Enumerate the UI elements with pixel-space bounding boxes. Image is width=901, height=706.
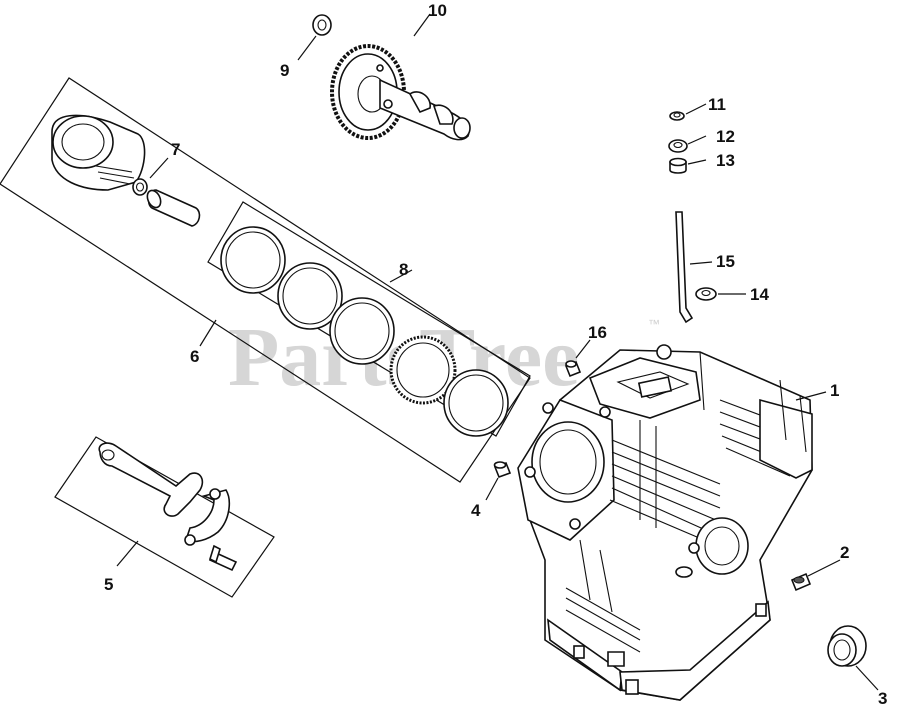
leader-lines xyxy=(116,13,879,691)
connecting-rod-frame xyxy=(54,436,275,598)
dowel-pin-4[interactable] xyxy=(493,461,512,479)
watermark-trademark: ™ xyxy=(648,317,660,331)
callout-11[interactable]: 11 xyxy=(708,95,726,114)
piston-pin[interactable] xyxy=(145,188,201,227)
piston[interactable] xyxy=(51,114,146,191)
spacer-13[interactable] xyxy=(669,157,687,174)
piston-ring-oil-expander[interactable] xyxy=(389,335,457,405)
callout-1[interactable]: 1 xyxy=(830,381,839,400)
breather-tube-15[interactable] xyxy=(675,211,694,324)
callout-6[interactable]: 6 xyxy=(190,347,199,366)
callout-7[interactable]: 7 xyxy=(171,140,180,159)
dowel-pin-16[interactable] xyxy=(564,360,582,378)
piston-ring-3[interactable] xyxy=(329,297,395,365)
callout-16[interactable]: 16 xyxy=(588,323,607,342)
piston-ring-5[interactable] xyxy=(443,369,509,437)
callout-2[interactable]: 2 xyxy=(840,543,849,562)
crankcase[interactable] xyxy=(517,344,813,701)
callout-15[interactable]: 15 xyxy=(716,252,735,271)
piston-pin-retainer[interactable] xyxy=(132,178,148,196)
grommet-14[interactable] xyxy=(695,287,717,301)
callout-10[interactable]: 10 xyxy=(428,1,447,20)
callout-9[interactable]: 9 xyxy=(280,61,289,80)
piston-ring-1[interactable] xyxy=(220,226,286,294)
camshaft-shim[interactable] xyxy=(312,14,332,36)
callout-13[interactable]: 13 xyxy=(716,151,735,170)
washer-12[interactable] xyxy=(668,139,688,153)
callout-14[interactable]: 14 xyxy=(750,285,769,304)
piston-kit-frame xyxy=(0,77,531,483)
callout-5[interactable]: 5 xyxy=(104,575,113,594)
camshaft[interactable] xyxy=(330,44,471,141)
drain-plug[interactable] xyxy=(790,572,812,592)
nut-11[interactable] xyxy=(669,111,685,121)
oil-seal[interactable] xyxy=(827,625,867,667)
connecting-rod[interactable] xyxy=(98,442,204,517)
connecting-rod-bolt[interactable] xyxy=(208,544,238,572)
callout-8[interactable]: 8 xyxy=(399,260,408,279)
callout-4[interactable]: 4 xyxy=(471,501,481,520)
piston-ring-2[interactable] xyxy=(277,262,343,330)
callout-3[interactable]: 3 xyxy=(878,689,887,706)
callout-12[interactable]: 12 xyxy=(716,127,735,146)
connecting-rod-cap[interactable] xyxy=(184,488,231,546)
